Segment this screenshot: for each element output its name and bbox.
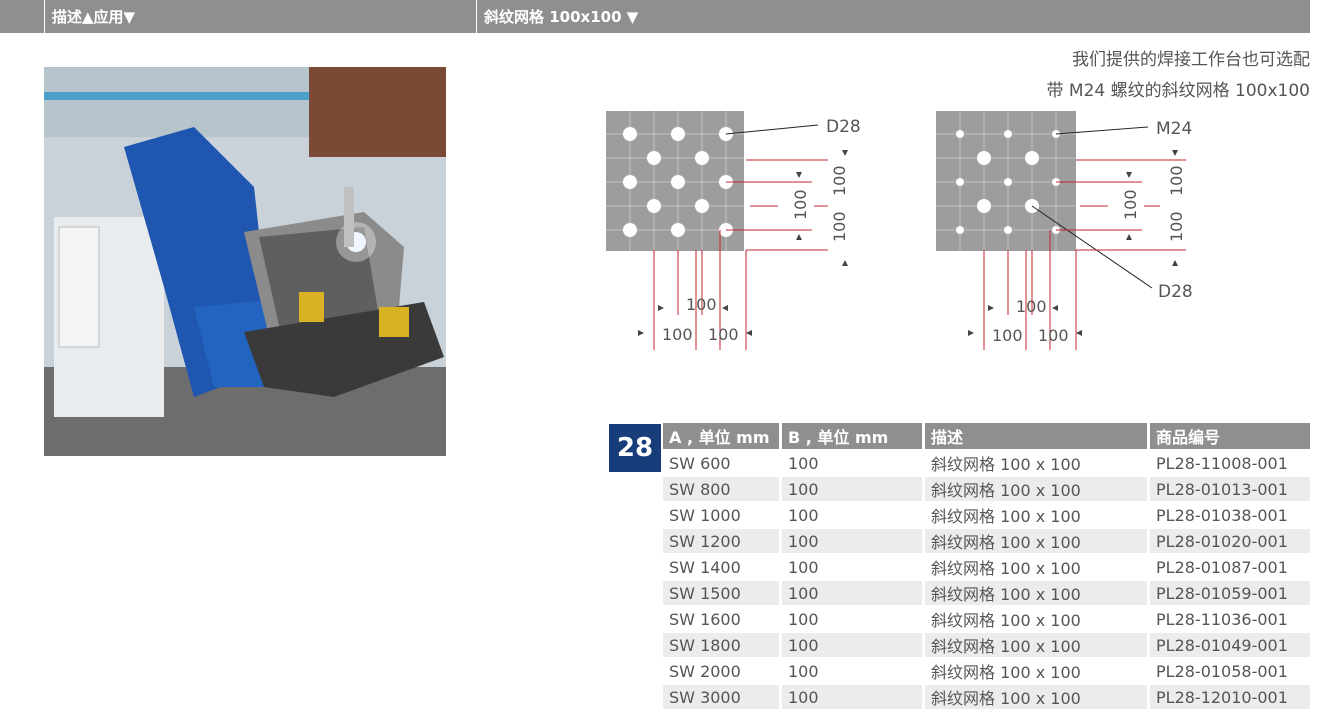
cell-description: 斜纹网格 100 x 100 — [925, 657, 1150, 683]
cell-description: 斜纹网格 100 x 100 — [925, 605, 1150, 631]
cell-product-number: PL28-01087-001 — [1150, 553, 1313, 579]
description-application-toggle[interactable]: 描述▲应用▼ — [52, 8, 136, 26]
cell-description: 斜纹网格 100 x 100 — [925, 449, 1150, 475]
hole-label: D28 — [826, 117, 861, 137]
dim-label: 100 — [662, 325, 693, 344]
table-header-row: A , 单位 mm B , 单位 mm 描述 商品编号 — [663, 423, 1313, 449]
dim-label: 100 — [1038, 326, 1069, 345]
dim-label: 100 — [1016, 297, 1047, 316]
cell-product-number: PL28-01058-001 — [1150, 657, 1313, 683]
dim-label: 100 — [992, 326, 1023, 345]
header-bar: 描述▲应用▼ 斜纹网格 100x100 ▼ — [0, 0, 1310, 33]
cell-a: SW 1400 — [663, 553, 782, 579]
thread-label: M24 — [1156, 119, 1192, 139]
cell-product-number: PL28-12010-001 — [1150, 683, 1313, 709]
grid-diagram-d28: D28 100 100 100 — [600, 100, 880, 364]
cell-description: 斜纹网格 100 x 100 — [925, 475, 1150, 501]
cell-a: SW 3000 — [663, 683, 782, 709]
cell-description: 斜纹网格 100 x 100 — [925, 631, 1150, 657]
cell-a: SW 1500 — [663, 579, 782, 605]
column-header-b: B , 单位 mm — [782, 423, 925, 449]
cell-description: 斜纹网格 100 x 100 — [925, 579, 1150, 605]
column-header-a: A , 单位 mm — [663, 423, 782, 449]
cell-b: 100 — [782, 449, 925, 475]
cell-description: 斜纹网格 100 x 100 — [925, 527, 1150, 553]
dim-label: 100 — [686, 295, 717, 314]
cell-a: SW 600 — [663, 449, 782, 475]
cell-b: 100 — [782, 475, 925, 501]
cell-product-number: PL28-11008-001 — [1150, 449, 1313, 475]
cell-b: 100 — [782, 553, 925, 579]
cell-description: 斜纹网格 100 x 100 — [925, 501, 1150, 527]
cell-b: 100 — [782, 631, 925, 657]
grid-diagram-m24: M24 D28 100 10 — [930, 100, 1210, 364]
cell-b: 100 — [782, 605, 925, 631]
cell-description: 斜纹网格 100 x 100 — [925, 683, 1150, 709]
cell-product-number: PL28-01049-001 — [1150, 631, 1313, 657]
cell-a: SW 800 — [663, 475, 782, 501]
cell-product-number: PL28-01038-001 — [1150, 501, 1313, 527]
dim-label: 100 — [830, 165, 849, 196]
cell-b: 100 — [782, 527, 925, 553]
column-header-description: 描述 — [925, 423, 1150, 449]
header-divider — [476, 0, 477, 33]
cell-a: SW 1200 — [663, 527, 782, 553]
dim-label: 100 — [830, 211, 849, 242]
dim-label: 100 — [708, 325, 739, 344]
cell-product-number: PL28-11036-001 — [1150, 605, 1313, 631]
cell-a: SW 1600 — [663, 605, 782, 631]
note-line-2: 带 M24 螺纹的斜纹网格 100x100 — [1046, 81, 1310, 101]
dim-label: 100 — [791, 189, 810, 220]
note-line-1: 我们提供的焊接工作台也可选配 — [1072, 50, 1310, 70]
dim-label: 100 — [1167, 165, 1186, 196]
dim-label: 100 — [1167, 211, 1186, 242]
grid-section-toggle[interactable]: 斜纹网格 100x100 ▼ — [484, 8, 639, 26]
page-number-badge: 28 — [609, 424, 661, 472]
cell-product-number: PL28-01059-001 — [1150, 579, 1313, 605]
dim-label: 100 — [1121, 189, 1140, 220]
welding-table-photo — [44, 67, 446, 456]
cell-a: SW 1000 — [663, 501, 782, 527]
cell-b: 100 — [782, 683, 925, 709]
cell-description: 斜纹网格 100 x 100 — [925, 553, 1150, 579]
cell-b: 100 — [782, 501, 925, 527]
column-header-product-number: 商品编号 — [1150, 423, 1313, 449]
cell-product-number: PL28-01013-001 — [1150, 475, 1313, 501]
cell-product-number: PL28-01020-001 — [1150, 527, 1313, 553]
hole-label: D28 — [1158, 282, 1193, 302]
cell-b: 100 — [782, 657, 925, 683]
cell-b: 100 — [782, 579, 925, 605]
cell-a: SW 2000 — [663, 657, 782, 683]
header-divider — [44, 0, 45, 33]
cell-a: SW 1800 — [663, 631, 782, 657]
